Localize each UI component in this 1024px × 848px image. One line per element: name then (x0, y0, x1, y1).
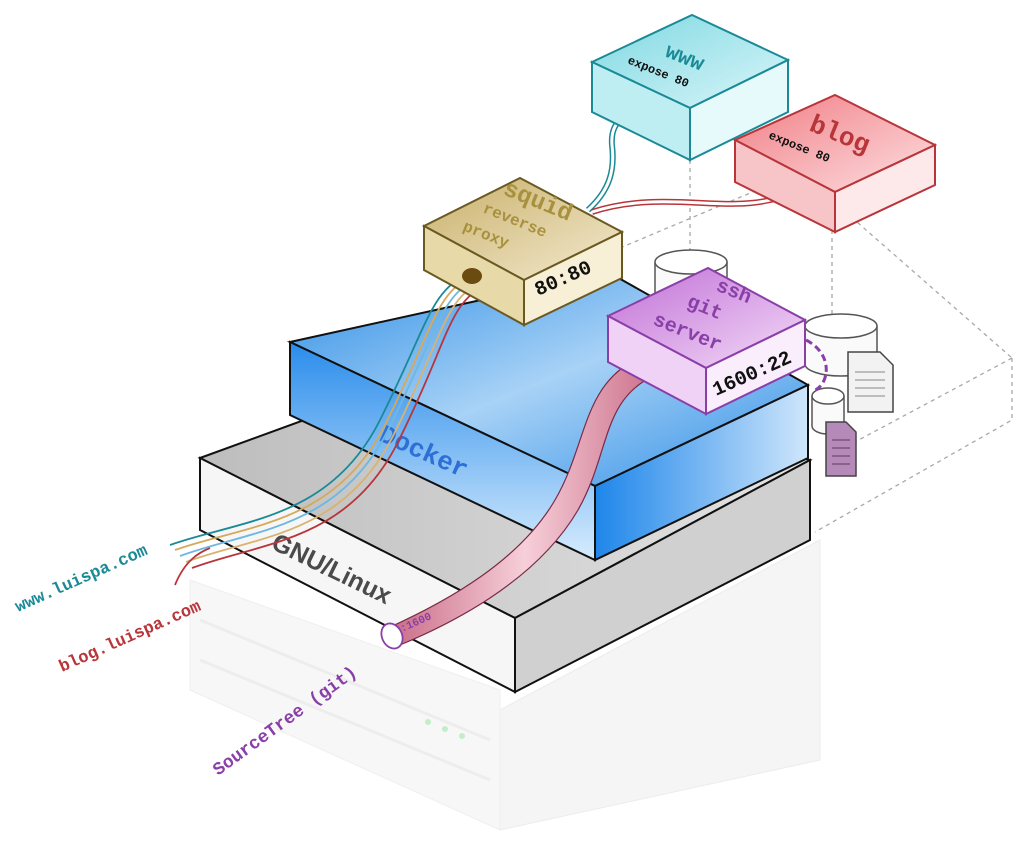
squid-container: squid reverse proxy 80:80 (421, 176, 625, 327)
blog-container: blog expose 80 (732, 93, 938, 234)
www-container: www expose 80 (589, 13, 791, 162)
www-domain-label: www.luispa.com (13, 542, 151, 617)
document-icon (847, 351, 894, 413)
ssh-git-server-container: ssh git server 1600:22 (605, 266, 808, 416)
server-chassis (189, 539, 821, 831)
client-cables (169, 271, 485, 586)
document-icon (825, 421, 857, 477)
blog-domain-label: blog.luispa.com (57, 598, 205, 678)
